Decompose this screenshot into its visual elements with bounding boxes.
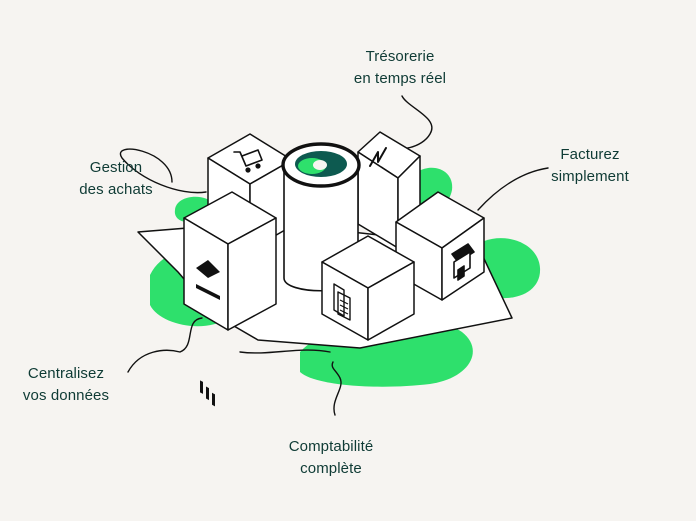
connector-tresorerie (389, 95, 433, 150)
storefront-icon (451, 243, 475, 281)
label-centralisez-line2: vos données (22, 387, 110, 404)
label-facturez: Facturez simplement (540, 144, 640, 188)
shopping-cart-icon (233, 149, 263, 173)
label-facturez-line2: simplement (551, 168, 629, 185)
calculator-phone-icon (333, 283, 351, 321)
connector-centralisez (127, 317, 203, 373)
label-comptabilite-line2: complète (300, 460, 362, 477)
label-tresorerie: Trésorerie en temps réel (340, 46, 460, 90)
label-facturez-line1: Facturez (560, 146, 620, 163)
label-gestion: Gestion des achats (66, 157, 166, 201)
bank-icon (196, 260, 220, 407)
label-centralisez: Centralisez vos données (10, 363, 122, 407)
connector-lines (119, 95, 549, 416)
brand-logo-icon (295, 151, 347, 177)
connector-facturez (477, 167, 549, 211)
connector-comptabilite (331, 361, 342, 416)
box-centralisez (183, 191, 277, 331)
box-comptabilite (321, 235, 415, 341)
connector-gestion (119, 148, 207, 194)
label-tresorerie-line2: en temps réel (353, 70, 447, 87)
label-tresorerie-line1: Trésorerie (365, 48, 435, 65)
trend-line-icon (369, 147, 387, 167)
label-centralisez-line1: Centralisez (27, 365, 105, 382)
label-comptabilite-line1: Comptabilité (288, 438, 374, 455)
label-gestion-line1: Gestion (89, 159, 143, 176)
label-comptabilite: Comptabilité complète (266, 436, 396, 480)
label-gestion-line2: des achats (79, 181, 153, 198)
paper-edge-curve (239, 349, 331, 354)
